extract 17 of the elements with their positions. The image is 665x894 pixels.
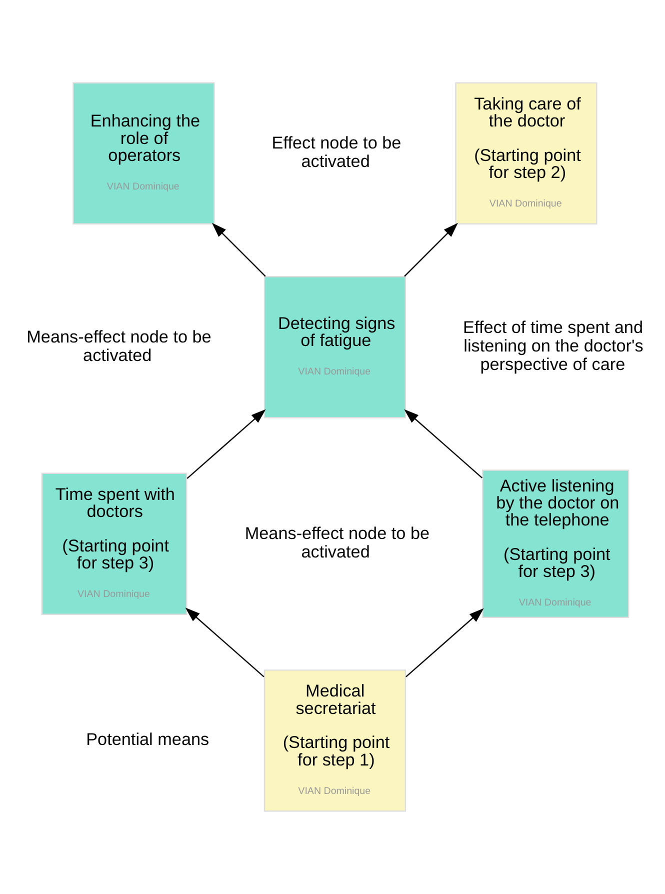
node-box: Detecting signs of fatigue VIAN Dominique [264, 276, 406, 418]
node-box: Enhancing the role of operators VIAN Dominique [72, 82, 215, 224]
arrow [406, 608, 484, 678]
arrow [404, 222, 458, 277]
arrow [212, 222, 266, 277]
label: Means-effect node to be activated [26, 326, 212, 365]
label: Potential means [86, 729, 210, 750]
node-box: Time spent with doctors (Starting point for step 3) VIAN Dominique [41, 472, 188, 615]
label: Effect of time spent and listening on the doctor's perspective of care [463, 317, 644, 374]
arrow [186, 409, 266, 479]
arrow [404, 409, 483, 478]
label: Means-effect node to be activated [244, 523, 430, 562]
arrow [185, 608, 264, 678]
node-box: Medical secretariat (Starting point for step 1) VIAN Dominique [264, 670, 406, 812]
label: Effect node to be activated [272, 132, 402, 172]
node-box: Active listening by the doctor on the telephone (Starting point for step 3) VIAN Dominique [482, 470, 630, 618]
node-box: Taking care of the doctor (Starting point for step 2) VIAN Dominique [455, 82, 598, 224]
